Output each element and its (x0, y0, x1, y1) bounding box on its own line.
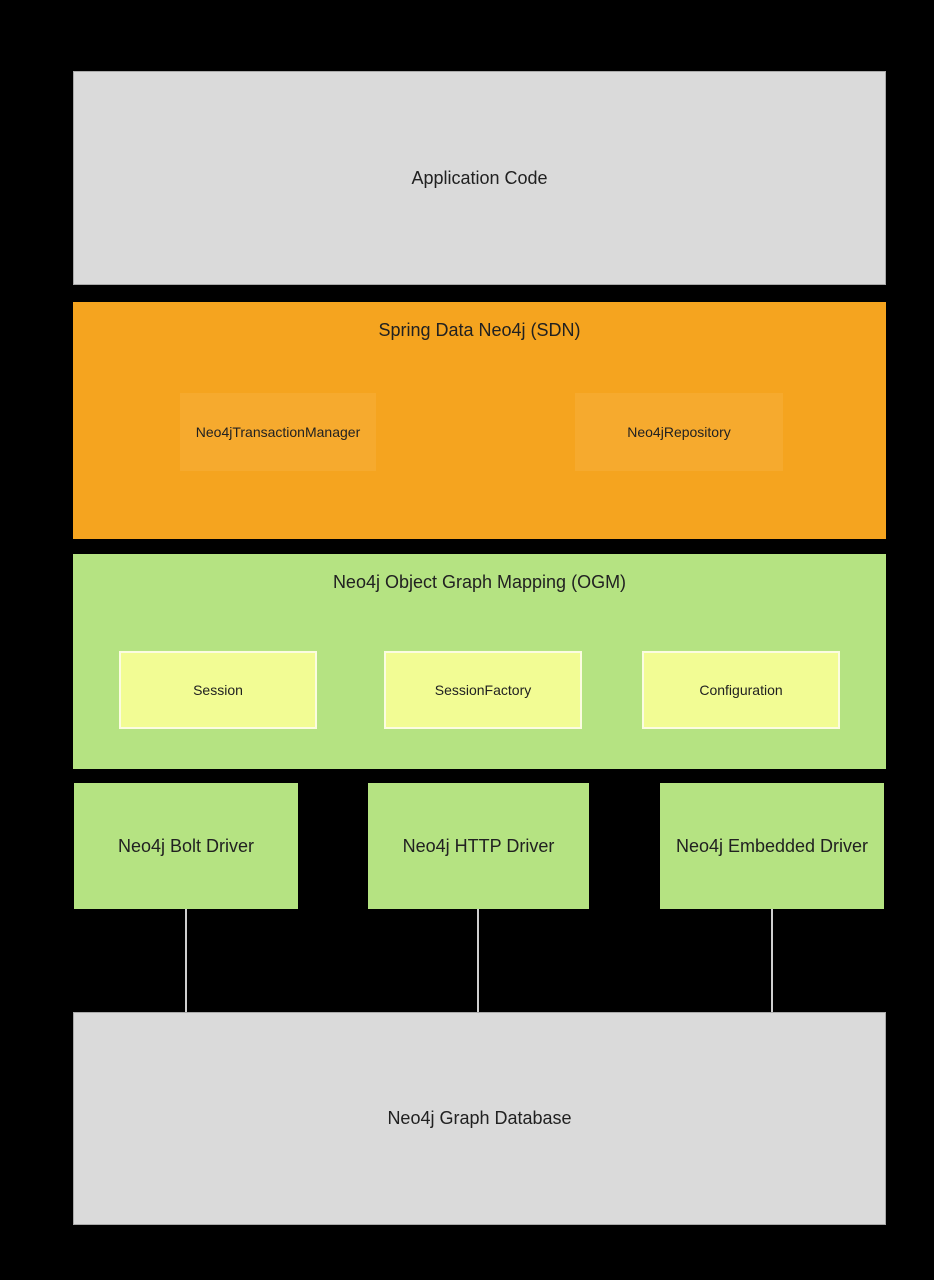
neo4j-ogm-title: Neo4j Object Graph Mapping (OGM) (332, 572, 627, 592)
bolt-driver-connector-line (185, 909, 187, 1012)
session-factory-label: SessionFactory (434, 682, 532, 698)
neo4j-ogm-box: Neo4j Object Graph Mapping (OGM) Session… (73, 554, 886, 769)
neo4j-bolt-driver-label: Neo4j Bolt Driver (117, 835, 255, 856)
neo4j-graph-database-box: Neo4j Graph Database (73, 1012, 886, 1225)
neo4j-repository-label: Neo4jRepository (627, 424, 731, 440)
neo4j-http-driver-box: Neo4j HTTP Driver (368, 783, 589, 909)
application-code-label: Application Code (411, 167, 548, 188)
spring-data-neo4j-box: Spring Data Neo4j (SDN) Neo4jTransaction… (73, 302, 886, 539)
neo4j-http-driver-label: Neo4j HTTP Driver (402, 835, 555, 856)
session-box: Session (119, 651, 317, 729)
configuration-label: Configuration (699, 682, 783, 698)
neo4j-embedded-driver-box: Neo4j Embedded Driver (660, 783, 884, 909)
neo4j-transaction-manager-label: Neo4jTransactionManager (195, 424, 361, 440)
embedded-driver-connector-line (771, 909, 773, 1012)
configuration-box: Configuration (642, 651, 840, 729)
neo4j-embedded-driver-label: Neo4j Embedded Driver (675, 835, 869, 856)
neo4j-bolt-driver-box: Neo4j Bolt Driver (74, 783, 298, 909)
neo4j-graph-database-label: Neo4j Graph Database (387, 1108, 572, 1128)
session-factory-box: SessionFactory (384, 651, 582, 729)
neo4j-transaction-manager-box: Neo4jTransactionManager (180, 393, 376, 471)
neo4j-repository-box: Neo4jRepository (575, 393, 783, 471)
session-label: Session (193, 682, 243, 698)
application-code-box: Application Code (73, 71, 886, 285)
spring-data-neo4j-title: Spring Data Neo4j (SDN) (378, 320, 581, 340)
http-driver-connector-line (477, 909, 479, 1012)
